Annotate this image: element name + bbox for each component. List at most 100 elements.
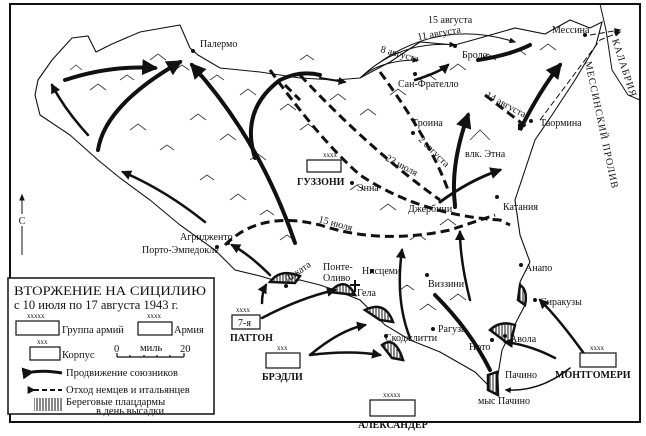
airfield-icon	[350, 280, 360, 292]
advance-arrow	[96, 60, 183, 152]
landing-arrow	[260, 286, 337, 320]
legend-army-group: Группа армий	[62, 325, 124, 336]
advance-arrow	[413, 63, 450, 82]
sea-landing-11-august	[359, 41, 457, 79]
label-gerbini: Джербини	[408, 204, 453, 215]
landing-arrow	[503, 337, 557, 360]
beachhead-scoglitti-south	[380, 340, 405, 362]
label-ragusa: Рагуза	[438, 324, 466, 335]
army-group-symbol: xxxxx	[27, 312, 45, 320]
commander-name: АЛЕКСАНДЕР	[358, 420, 428, 431]
label-niscemi: Нисцеми	[362, 266, 401, 277]
sea-landing-8-august	[359, 57, 420, 79]
army-symbol: xxxx	[147, 312, 162, 320]
label-pachino: Пачино	[505, 370, 537, 381]
advance-arrow	[230, 243, 272, 277]
army-symbol: xxxx	[590, 344, 605, 352]
label-anapo: Анапо	[525, 263, 552, 274]
label-vizzini: Виззини	[428, 279, 465, 290]
commander-montgomery: xxxx МОНТГОМЕРИ	[555, 344, 631, 381]
north-arrow: С	[17, 193, 27, 255]
legend-axis-retreat: Отход немцев и итальянцев	[66, 385, 190, 396]
commander-name: МОНТГОМЕРИ	[555, 370, 631, 381]
advance-arrow	[451, 111, 472, 207]
corps-symbol: xxx	[277, 344, 288, 352]
advance-arrow	[438, 167, 503, 204]
beachhead-pachino	[486, 370, 500, 398]
line-aug-east	[378, 71, 450, 191]
label-messina-strait: МЕССИНСКИЙ ПРОЛИВ	[582, 60, 621, 190]
legend-allied-advance: Продвижение союзников	[66, 368, 178, 379]
legend-beachheads-2: в день высадки	[96, 406, 165, 417]
commander-name: ПАТТОН	[230, 333, 273, 344]
date-11-august: 11 августа	[417, 24, 463, 43]
advance-arrow	[395, 248, 412, 340]
legend-beachhead-icon	[34, 398, 62, 411]
advance-arrow	[121, 170, 207, 224]
line-2-august	[283, 73, 441, 202]
landing-arrow	[538, 298, 587, 357]
scale-end: 20	[180, 344, 191, 355]
label-avola: Авола	[510, 334, 537, 345]
landing-arrow	[308, 321, 367, 357]
commander-patton: xxxx 7-я ПАТТОН	[230, 306, 273, 344]
label-enna: Энна	[357, 183, 379, 194]
label-palermo: Палермо	[200, 39, 237, 50]
advance-arrow	[433, 293, 492, 372]
label-cape-pachino: мыс Пачино	[478, 396, 530, 407]
advance-arrow	[518, 62, 562, 131]
label-messina: Мессина	[552, 25, 590, 36]
commander-name: БРЭДЛИ	[262, 372, 303, 383]
label-catania: Катания	[503, 202, 538, 213]
legend-corps: Корпус	[62, 350, 95, 361]
line-14-august	[484, 93, 529, 130]
corps-symbol: xxx	[37, 338, 48, 346]
commander-name: ГУЗЗОНИ	[297, 177, 345, 188]
advance-arrow	[248, 71, 322, 160]
army-symbol: xxxx	[236, 306, 251, 314]
label-scoglitti: Скоджлитти	[385, 333, 438, 344]
scale-start: 0	[114, 344, 119, 355]
legend-advance-icon	[21, 367, 63, 380]
advance-arrow	[319, 77, 347, 85]
commander-bradley: xxx БРЭДЛИ	[262, 344, 303, 383]
label-etna: влк. Этна	[465, 149, 506, 160]
label-noto: Ното	[469, 342, 490, 353]
commander-alexander: xxxxx АЛЕКСАНДЕР	[358, 391, 428, 431]
label-gela: Гела	[357, 288, 376, 299]
town-markers	[191, 33, 587, 342]
commander-guzzoni: xxxx ГУЗЗОНИ	[297, 151, 345, 188]
label-ponte-olivo: Понте-	[323, 262, 353, 273]
beachhead-licata	[267, 271, 302, 285]
label-taormina: Таормина	[540, 118, 582, 129]
unit-number: 7-я	[238, 318, 251, 329]
axis-evacuation-arrow	[539, 31, 622, 121]
legend-subtitle: с 10 июля по 17 августа 1943 г.	[14, 298, 178, 312]
advance-arrow	[455, 230, 472, 302]
map-frame	[9, 3, 641, 423]
landing-arrow	[308, 348, 382, 359]
advance-arrow	[63, 59, 159, 82]
legend-beachheads: Береговые плацдармы	[66, 397, 165, 408]
north-label: С	[19, 216, 26, 227]
advance-arrow	[476, 43, 532, 62]
legend-army: Армия	[174, 325, 204, 336]
landing-arrow	[257, 283, 268, 305]
army-group-symbol: xxxxx	[383, 391, 401, 399]
legend: ВТОРЖЕНИЕ НА СИЦИЛИЮ с 10 июля по 17 авг…	[7, 277, 215, 417]
label-ponte-olivo-2: Оливо	[323, 273, 350, 284]
calabria-coast	[599, 3, 641, 101]
scale-unit: миль	[140, 343, 163, 354]
axis-retreat-lines	[223, 69, 529, 247]
line-15-july	[223, 213, 496, 247]
allied-advance-arrows	[50, 28, 622, 394]
legend-title: ВТОРЖЕНИЕ НА СИЦИЛИЮ	[14, 283, 206, 298]
label-brolo: Броло	[462, 50, 488, 61]
label-calabria: КАЛАБРИЯ	[609, 38, 638, 100]
beachhead-siracusa	[516, 282, 528, 308]
beachheads	[267, 271, 528, 398]
label-troina: Троина	[412, 118, 443, 129]
army-symbol: xxxx	[323, 151, 338, 159]
